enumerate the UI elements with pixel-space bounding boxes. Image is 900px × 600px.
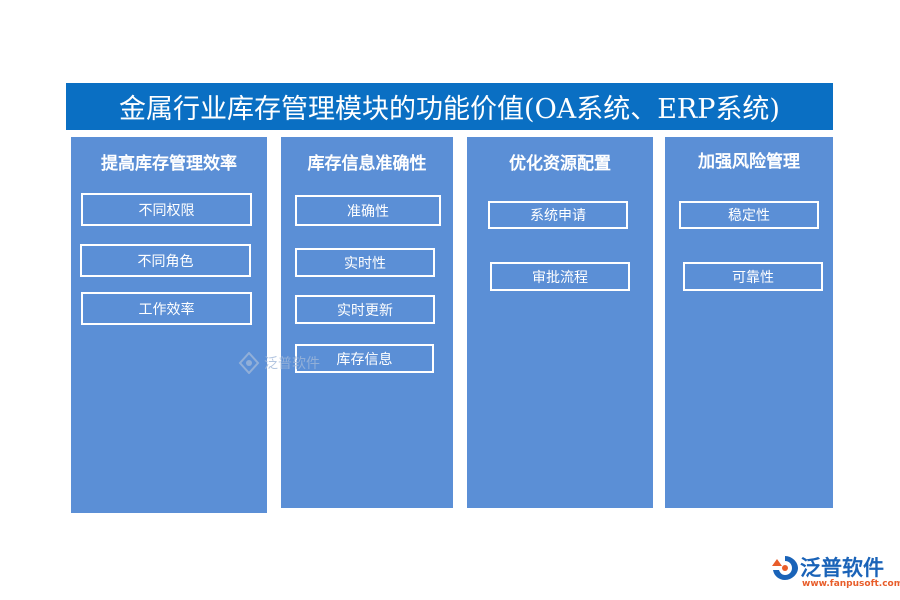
column-risk-management: 加强风险管理 稳定性 可靠性 [665,137,833,508]
item-box: 审批流程 [490,262,630,291]
item-box: 实时性 [295,248,435,277]
watermark-text: 泛普软件 [264,356,320,372]
watermark: 泛普软件 [238,352,320,374]
column-heading: 库存信息准确性 [307,154,427,174]
column-optimize-resources: 优化资源配置 系统申请 审批流程 [467,137,653,508]
watermark-icon [238,352,260,374]
fanpu-logo-icon [772,556,798,580]
item-box: 工作效率 [81,292,252,325]
brand-logo: 泛普软件 www.fanpusoft.com [770,552,900,594]
column-heading: 加强风险管理 [698,152,800,172]
column-heading: 优化资源配置 [509,154,611,174]
item-box: 系统申请 [488,201,628,229]
logo-url: www.fanpusoft.com [802,579,900,589]
item-box: 稳定性 [679,201,819,229]
item-box: 不同权限 [81,193,252,226]
item-box: 不同角色 [80,244,251,277]
column-inventory-accuracy: 库存信息准确性 准确性 实时性 实时更新 库存信息 [281,137,453,508]
item-box: 库存信息 [295,344,434,373]
item-box: 可靠性 [683,262,823,291]
diagram-title: 金属行业库存管理模块的功能价值(OA系统、ERP系统) [66,83,833,130]
column-improve-efficiency: 提高库存管理效率 不同权限 不同角色 工作效率 [71,137,267,513]
item-box: 准确性 [295,195,441,226]
column-heading: 提高库存管理效率 [101,154,237,174]
item-box: 实时更新 [295,295,435,324]
logo-name: 泛普软件 [800,556,884,580]
